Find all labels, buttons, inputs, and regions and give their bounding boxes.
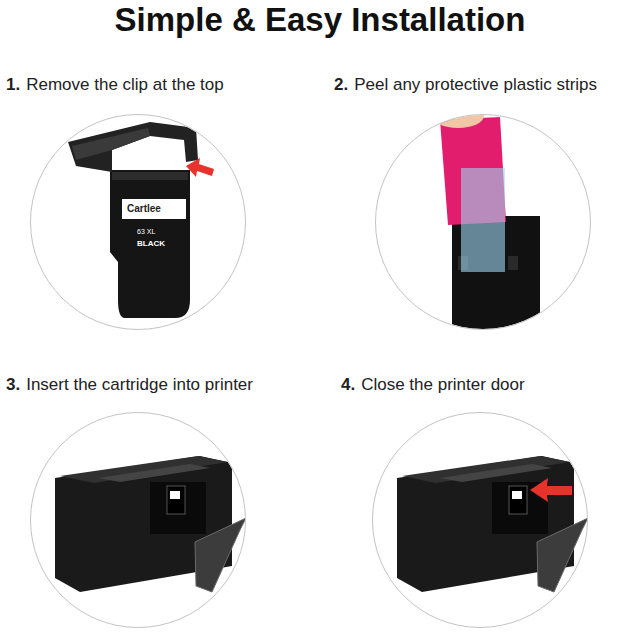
step-heading: 4. Close the printer door — [341, 375, 525, 395]
step-number: 4. — [341, 375, 355, 394]
step-text: Insert the cartridge into printer — [26, 375, 253, 394]
step-heading: 1. Remove the clip at the top — [6, 75, 224, 95]
step-text: Remove the clip at the top — [26, 75, 224, 94]
step-circle: 2.Peel any protective plastic strips — [375, 114, 591, 330]
page-title: Simple & Easy Installation — [0, 0, 640, 40]
step-text: Close the printer door — [361, 375, 524, 394]
printer-figure — [397, 456, 588, 592]
step-text: Peel any protective plastic strips — [354, 75, 597, 94]
peel-strip-figure — [432, 104, 540, 346]
step-number: 1. — [6, 75, 20, 94]
step-circle: 1.Remove the clip at the top — [30, 114, 246, 330]
step-number: 3. — [6, 375, 20, 394]
step-heading: 3. Insert the cartridge into printer — [6, 375, 253, 395]
cartridge-label: BLACK — [137, 240, 165, 248]
cartridge-label: Cartlee — [127, 204, 161, 214]
printer-figure — [55, 456, 246, 592]
step-circle: 3.Insert the cartridge into printer — [30, 412, 246, 628]
cartridge-label: 63 XL — [137, 228, 155, 235]
cartridge-clip-figure — [68, 122, 214, 318]
step-circle: 4.Close the printer door — [372, 412, 588, 628]
step-heading: 2. Peel any protective plastic strips — [334, 75, 597, 95]
step-number: 2. — [334, 75, 348, 94]
